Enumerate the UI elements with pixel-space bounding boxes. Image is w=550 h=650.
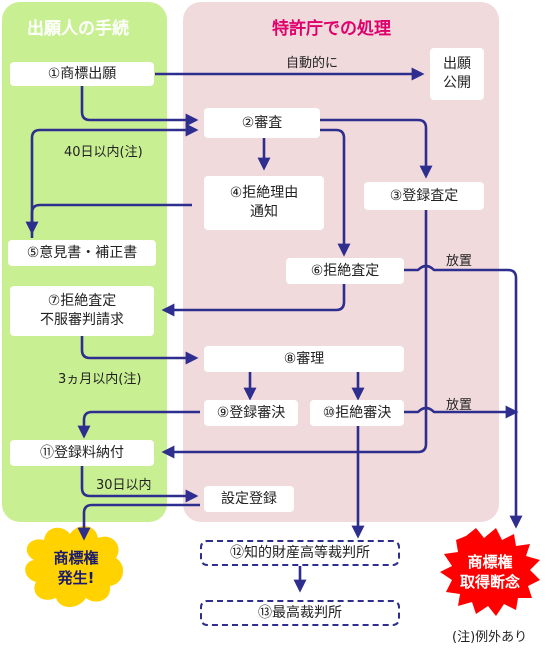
arrow-refusal-decision-neglect — [404, 264, 523, 529]
label-thirty-days: 30日以内 — [96, 478, 152, 493]
label-automatic: 自動的に — [286, 56, 339, 71]
arrow-registration-to-granted — [77, 503, 200, 541]
arrow-examination-to-refusal-decision — [320, 128, 351, 257]
step-1-trademark-application: ①商標出願 — [10, 62, 154, 86]
arrow-registration-trial-to-fee — [77, 410, 200, 439]
step-application-publication: 出願 公開 — [430, 48, 484, 100]
step-9-registration-trial-decision: ⑨登録審決 — [204, 400, 298, 426]
applicant-lane-title: 出願人の手続 — [27, 19, 129, 39]
granted-burst-shape — [25, 526, 124, 607]
label-neglect-trial: 放置 — [446, 398, 473, 413]
label-forty-days: 40日以内(注) — [64, 145, 143, 160]
step-11-registration-fee-payment: ⑪登録料納付 — [10, 440, 154, 466]
arrow-refusal-reason-to-opinion — [25, 203, 192, 235]
label-three-months: 3ヵ月以内(注) — [58, 372, 142, 387]
step-6-refusal-decision: ⑥拒絶査定 — [286, 258, 404, 284]
step-7-appeal-request: ⑦拒絶査定 不服審判請求 — [10, 286, 154, 336]
arrow-fee-to-registration — [80, 466, 199, 503]
step-5-written-opinion-amendment: ⑤意見書・補正書 — [8, 240, 156, 266]
step-3-registration-decision: ③登録査定 — [364, 182, 484, 210]
step-4-refusal-reason-notice: ④拒絶理由 通知 — [204, 176, 324, 230]
arrow-registration-decision-to-fee — [161, 210, 428, 459]
arrow-appeal-to-trial — [80, 336, 199, 365]
step-registration: 設定登録 — [204, 486, 294, 512]
outcome-trademark-granted: 商標権 発生! — [53, 549, 99, 587]
label-note-exceptions: (注)例外あり — [452, 630, 528, 645]
step-10-refusal-trial-decision: ⑩拒絶審決 — [310, 400, 404, 426]
arrow-opinion-to-examination — [30, 123, 199, 238]
step-12-ip-high-court: ⑫知的財産高等裁判所 — [200, 540, 400, 566]
arrow-application-to-examination — [80, 86, 199, 127]
patent-office-lane-title: 特許庁での処理 — [272, 19, 391, 39]
arrow-examination-to-registration-decision — [320, 118, 433, 179]
label-neglect-refusal: 放置 — [446, 254, 473, 269]
arrow-refusal-decision-to-appeal — [161, 284, 346, 317]
step-2-examination: ②審査 — [204, 108, 320, 138]
step-8-trial: ⑧審理 — [204, 346, 404, 372]
step-13-supreme-court: ⑬最高裁判所 — [200, 600, 400, 626]
outcome-trademark-abandoned: 商標権 取得断念 — [459, 553, 520, 591]
abandoned-burst-shape — [440, 528, 540, 616]
